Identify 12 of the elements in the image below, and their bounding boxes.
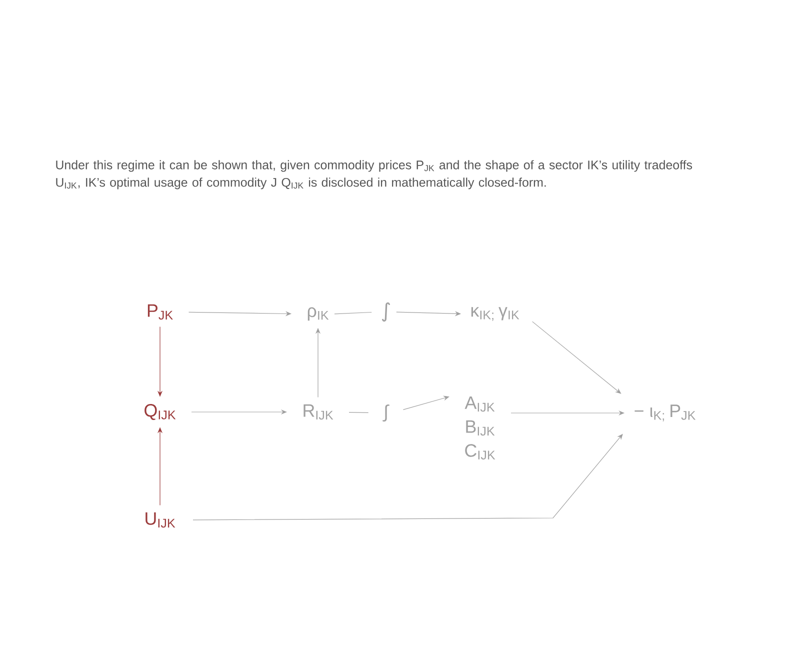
variable-label: ρ$_{IK}$: [308, 307, 329, 321]
variable-label: − ι$_{K;}$ P$_{JK}$: [634, 404, 696, 422]
integral-sign: ∫: [382, 302, 390, 322]
variable-label: Q$_{IJK}$: [144, 404, 176, 420]
arrow: [402, 396, 450, 410]
variable-label: κ$_{IK;}$ γ$_{IK}$: [471, 307, 520, 321]
paragraph: Under this regime it can be shown that, given commodity prices P$_{JK}$ and the shape of a sector IK’s utility tradeoffs U$_{IJK}$, IK’s optimal usage of commodity J Q$_{IJK}$ is disclosed in mathematically closed-form.: [56, 160, 692, 190]
variable-label: R$_{IJK}$: [304, 404, 334, 420]
variable-label: ∫: [382, 404, 390, 422]
variable-label: U$_{IJK}$: [146, 512, 176, 528]
variable-stack: A$_{IJK}$ B$_{IJK}$ C$_{IJK}$: [464, 396, 496, 460]
variable-label: P$_{JK}$: [148, 304, 173, 320]
